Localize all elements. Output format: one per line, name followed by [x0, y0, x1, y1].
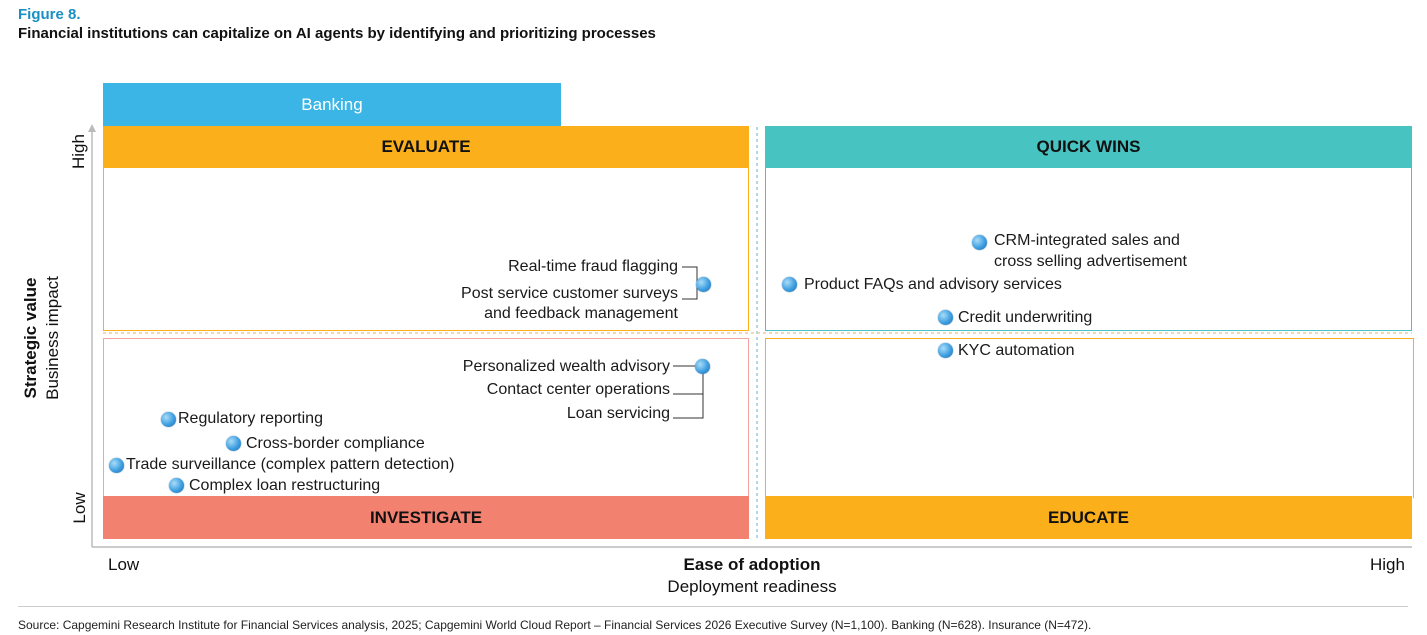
label-crm-1: CRM-integrated sales and — [994, 232, 1180, 249]
label-crm-2: cross selling advertisement — [994, 253, 1187, 270]
source-note: Source: Capgemini Research Institute for… — [18, 618, 1092, 632]
x-axis-title: Ease of adoption — [683, 555, 821, 574]
figure-title: Financial institutions can capitalize on… — [18, 25, 656, 42]
evaluate-panel — [103, 168, 749, 331]
y-axis-low: Low — [70, 492, 89, 524]
x-axis-subtitle: Deployment readiness — [667, 577, 837, 596]
bubble-credit — [938, 310, 953, 325]
bubble-restructuring — [169, 478, 184, 493]
investigate-footer: INVESTIGATE — [103, 496, 749, 539]
bubble-faq — [782, 277, 797, 292]
bubble-fraud-surveys — [696, 277, 711, 292]
figure-label: Figure 8. — [18, 6, 81, 23]
investigate-panel — [103, 338, 749, 498]
bubble-crm — [972, 235, 987, 250]
label-loan: Loan servicing — [566, 405, 670, 422]
label-surveys-2: and feedback management — [484, 305, 678, 322]
bubble-trade — [109, 458, 124, 473]
quick-wins-panel — [765, 168, 1412, 331]
label-trade: Trade surveillance (complex pattern dete… — [126, 456, 455, 473]
y-axis-high: High — [69, 134, 88, 169]
bubble-crossborder — [226, 436, 241, 451]
banking-tab[interactable]: Banking — [103, 83, 561, 126]
label-credit: Credit underwriting — [958, 309, 1093, 326]
educate-footer: EDUCATE — [765, 496, 1412, 539]
label-wealth: Personalized wealth advisory — [462, 358, 670, 375]
label-faq: Product FAQs and advisory services — [804, 276, 1062, 293]
quick-wins-header: QUICK WINS — [765, 126, 1412, 168]
educate-panel — [765, 338, 1414, 498]
label-surveys-1: Post service customer surveys — [461, 285, 678, 302]
label-regulatory: Regulatory reporting — [178, 410, 323, 427]
wealth-connector — [673, 365, 704, 419]
bubble-kyc — [938, 343, 953, 358]
x-axis-high: High — [1370, 555, 1405, 574]
evaluate-header: EVALUATE — [103, 126, 749, 168]
label-crossborder: Cross-border compliance — [246, 435, 425, 452]
fraud-connector — [682, 266, 698, 300]
label-contact: Contact center operations — [486, 381, 670, 398]
x-axis-low: Low — [108, 555, 140, 574]
y-axis-title: Strategic value — [21, 277, 40, 399]
source-divider — [18, 606, 1408, 607]
bubble-wealth — [695, 359, 710, 374]
label-fraud: Real-time fraud flagging — [508, 258, 678, 275]
y-axis-subtitle: Business impact — [43, 276, 62, 400]
label-kyc: KYC automation — [958, 342, 1075, 359]
label-restructuring: Complex loan restructuring — [189, 477, 381, 494]
bubble-regulatory — [161, 412, 176, 427]
